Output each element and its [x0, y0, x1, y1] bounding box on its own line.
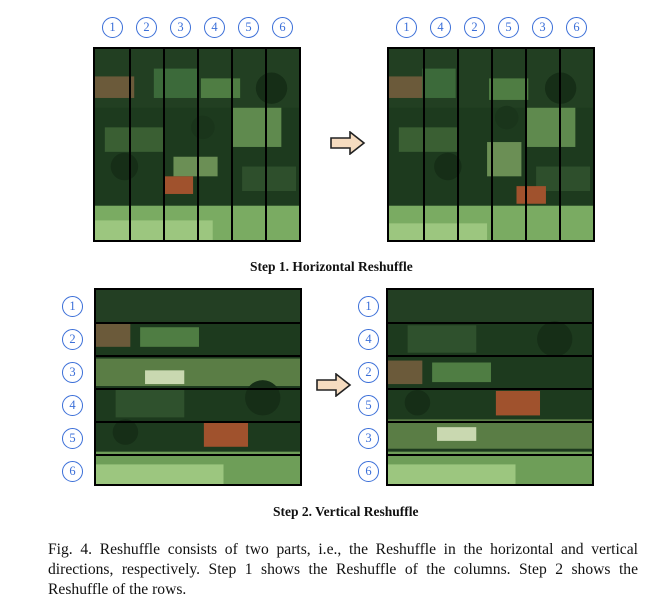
column-divider — [423, 49, 425, 240]
row-label-2: 2 — [62, 329, 83, 350]
row-label-6: 6 — [62, 461, 83, 482]
column-label-3: 3 — [532, 17, 553, 38]
row-divider — [388, 421, 592, 423]
row-divider — [96, 355, 300, 357]
column-divider — [525, 49, 527, 240]
step2-label: Step 2. Vertical Reshuffle — [273, 504, 419, 519]
column-divider — [457, 49, 459, 240]
aerial-image-original-rows — [94, 288, 302, 486]
row-divider — [388, 388, 592, 390]
column-label-4: 4 — [430, 17, 451, 38]
row-divider — [96, 454, 300, 456]
column-divider — [559, 49, 561, 240]
column-divider — [231, 49, 233, 240]
column-divider — [163, 49, 165, 240]
row-label-6: 6 — [358, 461, 379, 482]
step1-label: Step 1. Horizontal Reshuffle — [250, 259, 413, 274]
row-label-5: 5 — [62, 428, 83, 449]
row-label-1: 1 — [62, 296, 83, 317]
column-label-2: 2 — [136, 17, 157, 38]
column-label-6: 6 — [272, 17, 293, 38]
row-label-5: 5 — [358, 395, 379, 416]
row-label-3: 3 — [62, 362, 83, 383]
column-label-1: 1 — [396, 17, 417, 38]
column-divider — [197, 49, 199, 240]
column-divider — [265, 49, 267, 240]
row-divider — [388, 355, 592, 357]
figure-caption: Fig. 4. Reshuffle consists of two parts,… — [48, 541, 638, 598]
column-label-4: 4 — [204, 17, 225, 38]
row-label-4: 4 — [358, 329, 379, 350]
row-divider — [388, 454, 592, 456]
column-divider — [491, 49, 493, 240]
column-label-6: 6 — [566, 17, 587, 38]
column-label-1: 1 — [102, 17, 123, 38]
row-divider — [96, 322, 300, 324]
aerial-image-original-columns — [93, 47, 301, 242]
aerial-image-reshuffled-rows — [386, 288, 594, 486]
column-label-5: 5 — [238, 17, 259, 38]
right-arrow-icon — [316, 373, 352, 397]
aerial-texture — [96, 290, 300, 484]
row-label-3: 3 — [358, 428, 379, 449]
column-label-2: 2 — [464, 17, 485, 38]
row-divider — [96, 421, 300, 423]
row-label-1: 1 — [358, 296, 379, 317]
column-divider — [129, 49, 131, 240]
column-label-5: 5 — [498, 17, 519, 38]
column-label-3: 3 — [170, 17, 191, 38]
row-divider — [388, 322, 592, 324]
aerial-image-reshuffled-columns — [387, 47, 595, 242]
right-arrow-icon — [330, 131, 366, 155]
row-label-4: 4 — [62, 395, 83, 416]
row-divider — [96, 388, 300, 390]
row-label-2: 2 — [358, 362, 379, 383]
